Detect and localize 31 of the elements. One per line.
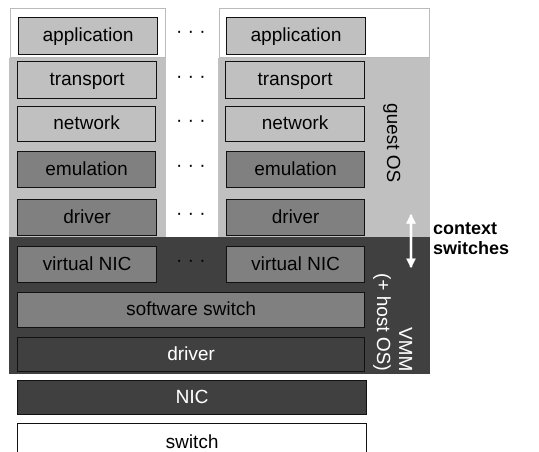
- layer-box: emulation: [17, 151, 156, 188]
- layer-box: driver: [226, 199, 365, 236]
- layer-box: driver: [17, 337, 365, 372]
- layer-label: guest OS: [381, 103, 403, 182]
- layer-box: application: [18, 17, 158, 55]
- ellipsis-dots: · · ·: [176, 21, 206, 43]
- layer-box: NIC: [17, 380, 367, 415]
- layer-box: virtual NIC: [17, 246, 157, 283]
- layer-box: virtual NIC: [226, 246, 365, 283]
- layer-box: software switch: [17, 292, 365, 328]
- layer-region: [9, 58, 166, 237]
- double-arrow: [406, 214, 416, 268]
- ellipsis-dots: · · ·: [176, 66, 206, 88]
- column-frame: [10, 8, 166, 58]
- layer-box: transport: [17, 61, 157, 99]
- ellipsis-dots: · · ·: [176, 110, 206, 132]
- ellipsis-dots: · · ·: [176, 155, 206, 177]
- layer-box: network: [225, 106, 365, 142]
- layer-box: application: [226, 17, 366, 55]
- layer-box: network: [17, 106, 156, 142]
- layer-region: [218, 58, 430, 237]
- ellipsis-dots: · · ·: [176, 250, 206, 272]
- layer-label: VMM (+ host OS): [371, 272, 415, 371]
- layer-box: emulation: [226, 151, 365, 188]
- layer-box: transport: [225, 61, 365, 99]
- layer-region: [9, 237, 430, 374]
- layer-box: switch: [17, 423, 367, 452]
- column-frame: [219, 8, 430, 58]
- ellipsis-dots: · · ·: [176, 203, 206, 225]
- edge-label: context switches: [433, 218, 510, 258]
- layer-box: driver: [17, 199, 157, 236]
